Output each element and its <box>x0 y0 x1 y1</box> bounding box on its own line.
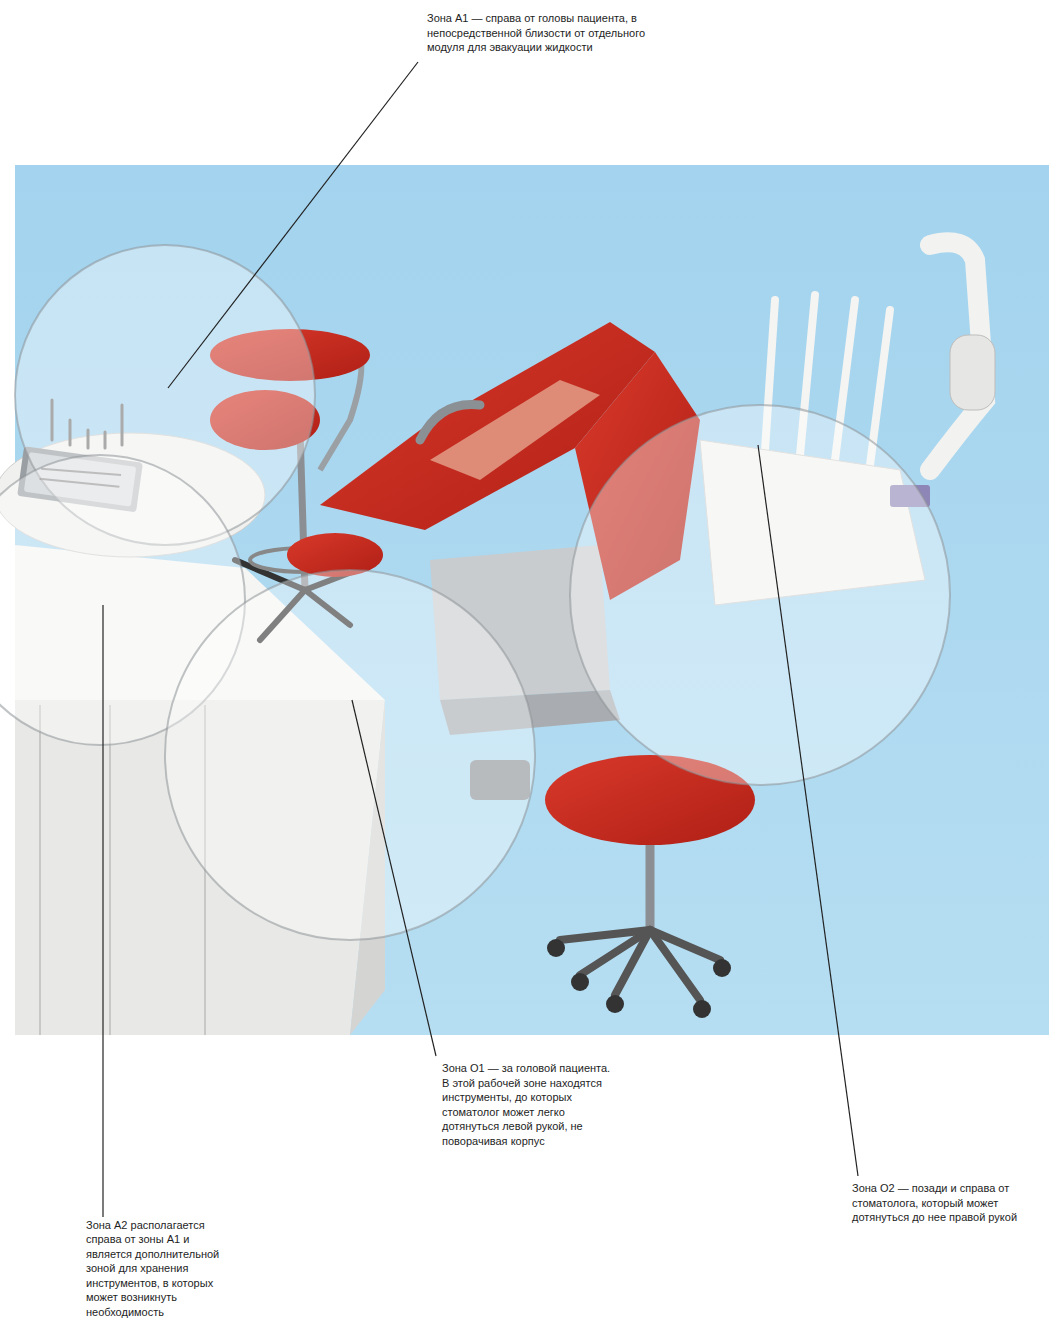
zone-callout: Зона А2 располагается справа от зоны А1 … <box>84 1217 228 1321</box>
zone-callout: Зона О2 — позади и справа от стоматолога… <box>850 1180 1044 1226</box>
zone-callout: Зона А1 — справа от головы пациента, в н… <box>425 10 654 56</box>
zone-callout: Зона О1 — за головой пациента. В этой ра… <box>440 1060 619 1149</box>
